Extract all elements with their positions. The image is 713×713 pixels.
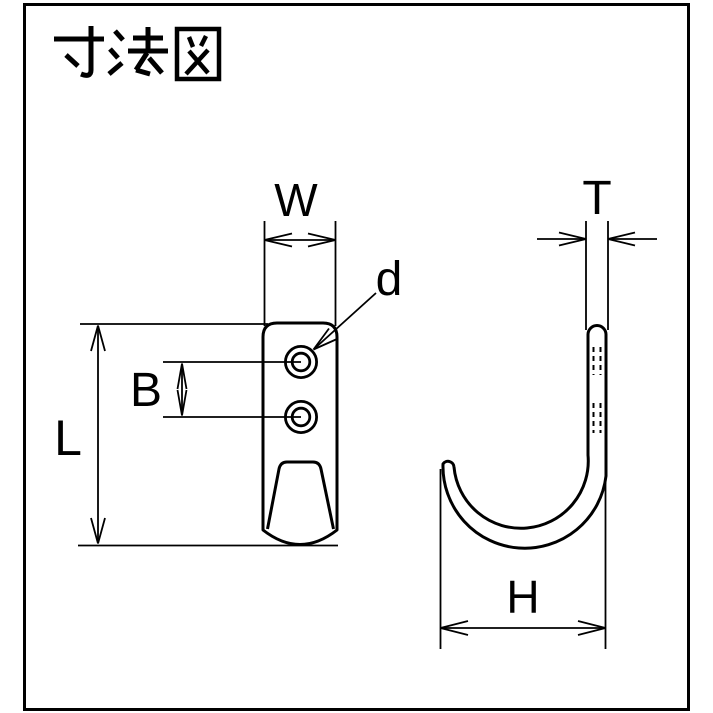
arrowhead-down: [90, 517, 106, 544]
arrowhead-right: [307, 232, 336, 248]
arrowhead-left: [558, 231, 587, 247]
dimension-T: T: [537, 172, 657, 330]
page-title-text: 寸法図: [53, 28, 227, 93]
label-B: B: [130, 364, 162, 417]
dimension-B: B: [130, 361, 301, 418]
label-W: W: [274, 174, 318, 226]
arrowhead-up: [90, 325, 106, 352]
hook-side-profile: [441, 324, 608, 550]
label-H: H: [506, 571, 539, 623]
arrowhead-right: [577, 620, 606, 636]
page-title: 寸法図: [53, 26, 227, 93]
dimension-d: d: [312, 253, 403, 351]
leader-line: [312, 292, 377, 351]
dimension-W: W: [263, 174, 337, 326]
arrowhead-leader: [312, 327, 338, 351]
dimension-L: L: [54, 323, 338, 547]
label-L: L: [54, 410, 82, 466]
front-view: [261, 321, 339, 546]
dimension-H: H: [439, 469, 607, 649]
arrowhead-left: [440, 620, 469, 636]
arrowhead-up: [176, 363, 188, 390]
label-T: T: [582, 172, 611, 225]
drawing-frame: [23, 3, 690, 711]
label-d: d: [376, 253, 403, 306]
title-glyph-sun: [54, 26, 104, 78]
arrowhead-down: [176, 389, 188, 416]
arrowhead-right: [607, 231, 636, 247]
title-glyph-hou: [107, 27, 168, 77]
side-view: [441, 324, 608, 550]
hook-tip-front-outline: [266, 460, 335, 530]
arrowhead-left: [264, 232, 293, 248]
title-glyph-zu: [174, 26, 222, 82]
